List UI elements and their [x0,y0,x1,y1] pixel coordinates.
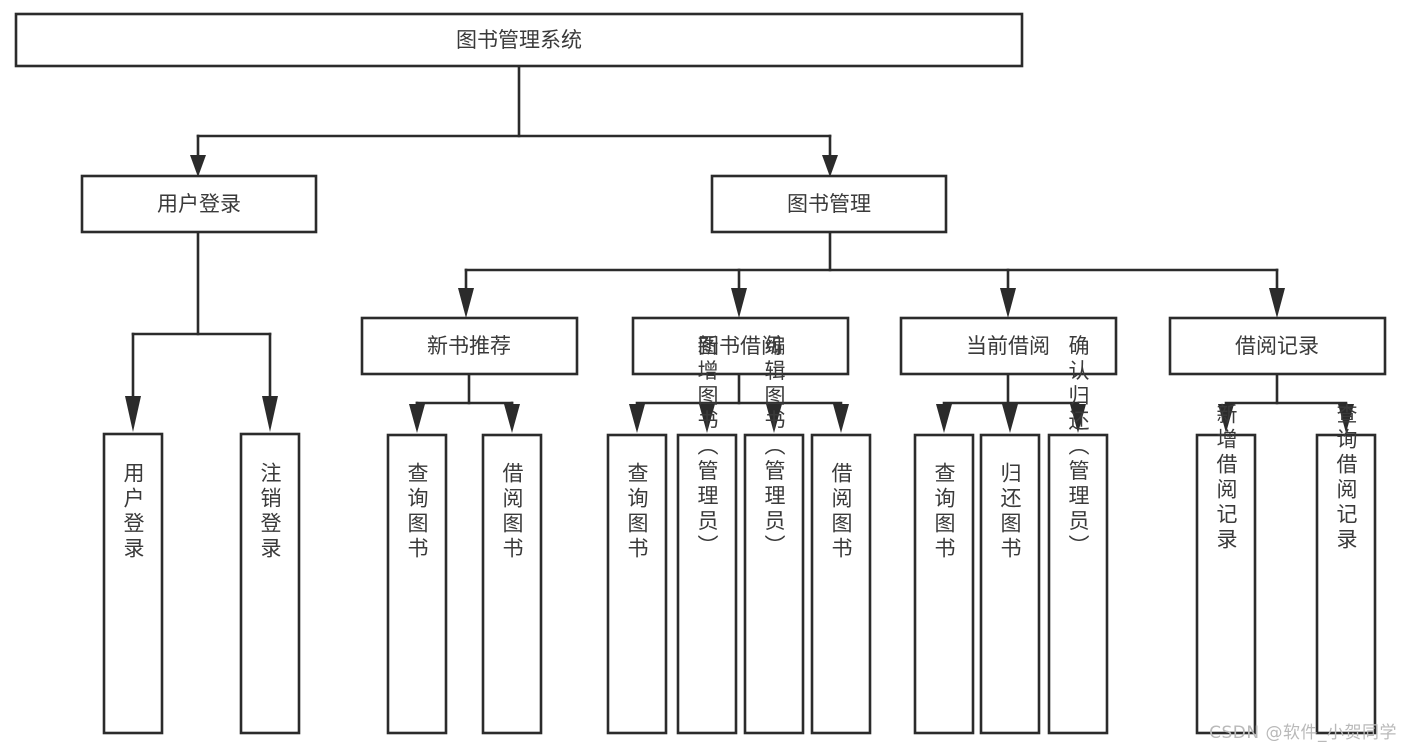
node-book-management-label: 图书管理 [787,192,871,216]
node-current-borrow[interactable]: 当前借阅 [899,316,1118,376]
arrow-to-record-leaf-1 [1218,404,1234,433]
leaf-recommend-borrow-book[interactable]: 借阅图书 [481,433,543,735]
leaf-record-query-record[interactable]: 查询借阅记录 [1315,403,1377,735]
node-book-borrow-box[interactable] [631,316,850,376]
node-book-management[interactable]: 图书管理 [710,174,948,234]
node-user-login-box[interactable] [80,174,318,234]
node-book-management-box[interactable] [710,174,948,234]
leaf-borrow-add-book[interactable]: 新增图书（管理员） [676,335,738,735]
leaf-borrow-add-book-box[interactable] [676,433,738,735]
leaf-borrow-query-book-label: 查询图书 [625,462,649,562]
leaf-record-add-record-label: 新增借阅记录 [1214,403,1238,553]
leaf-current-query-book-label: 查询图书 [932,462,956,562]
leaf-recommend-borrow-book-label: 借阅图书 [500,462,524,562]
node-new-book-recommend-box[interactable] [360,316,579,376]
leaf-borrow-add-book-label: 新增图书（管理员） [695,335,719,560]
node-borrow-record[interactable]: 借阅记录 [1168,316,1387,376]
node-book-borrow[interactable]: 图书借阅 [631,316,850,376]
node-root-label: 图书管理系统 [456,28,582,52]
leaf-borrow-edit-book-label: 编辑图书（管理员） [762,335,786,560]
leaf-recommend-query-book-label: 查询图书 [405,462,429,562]
leaf-borrow-query-book[interactable]: 查询图书 [606,433,668,735]
arrow-to-book-mgmt [822,155,838,177]
leaf-user-login-label: 用户登录 [121,462,145,562]
arrow-to-record-leaf-2 [1338,404,1354,433]
arrow-to-borrow-leaf-3 [766,404,782,433]
leaf-record-query-record-label: 查询借阅记录 [1334,403,1358,553]
leaf-current-query-book[interactable]: 查询图书 [913,433,975,735]
node-user-login[interactable]: 用户登录 [80,174,318,234]
leaf-borrow-query-book-box[interactable] [606,433,668,735]
leaf-current-confirm-return-label: 确认归还（管理员） [1066,335,1090,560]
node-root-box[interactable] [14,12,1024,68]
node-root[interactable]: 图书管理系统 [14,12,1024,68]
leaf-user-login[interactable]: 用户登录 [102,432,164,735]
leaf-borrow-borrow-book-label: 借阅图书 [829,462,853,562]
arrow-to-book-borrow [731,288,747,318]
leaf-current-confirm-return-box[interactable] [1047,433,1109,735]
leaf-current-return-book-box[interactable] [979,433,1041,735]
arrow-to-borrow-leaf-1 [629,404,645,433]
leaf-recommend-query-book[interactable]: 查询图书 [386,433,448,735]
leaf-recommend-borrow-book-box[interactable] [481,433,543,735]
arrow-to-borrow-leaf-4 [833,404,849,433]
leaf-logout[interactable]: 注销登录 [239,432,301,735]
arrow-to-current-leaf-2 [1002,404,1018,433]
arrow-to-borrow-leaf-2 [699,404,715,433]
leaf-current-return-book[interactable]: 归还图书 [979,433,1041,735]
leaf-record-query-record-box[interactable] [1315,433,1377,735]
node-new-book-recommend-label: 新书推荐 [427,334,511,358]
leaf-borrow-edit-book[interactable]: 编辑图书（管理员） [743,335,805,735]
arrow-to-recommend-leaf-1 [409,404,425,433]
node-current-borrow-box[interactable] [899,316,1118,376]
node-new-book-recommend[interactable]: 新书推荐 [360,316,579,376]
leaf-logout-label: 注销登录 [258,462,282,562]
arrow-to-user-login [190,155,206,177]
leaf-borrow-borrow-book[interactable]: 借阅图书 [810,433,872,735]
leaf-user-login-box[interactable] [102,432,164,735]
leaf-borrow-edit-book-box[interactable] [743,433,805,735]
node-book-borrow-label: 图书借阅 [698,334,782,358]
arrow-to-current-leaf-3 [1070,404,1086,433]
arrow-to-borrow-record [1269,288,1285,318]
leaf-current-return-book-label: 归还图书 [998,462,1022,562]
arrow-to-new-book-recommend [458,288,474,318]
leaf-recommend-query-book-box[interactable] [386,433,448,735]
arrow-to-current-leaf-1 [936,404,952,433]
arrow-to-recommend-leaf-2 [504,404,520,433]
leaf-logout-box[interactable] [239,432,301,735]
leaf-record-add-record-box[interactable] [1195,433,1257,735]
node-user-login-label: 用户登录 [157,192,241,216]
node-current-borrow-label: 当前借阅 [966,334,1050,358]
leaf-current-confirm-return[interactable]: 确认归还（管理员） [1047,335,1109,735]
arrow-to-leaf-logout [262,396,278,432]
connector-layer [125,64,1354,433]
leaf-current-query-book-box[interactable] [913,433,975,735]
leaf-record-add-record[interactable]: 新增借阅记录 [1195,403,1257,735]
arrow-to-current-borrow [1000,288,1016,318]
arrow-to-leaf-user-login [125,396,141,432]
node-borrow-record-box[interactable] [1168,316,1387,376]
node-borrow-record-label: 借阅记录 [1235,334,1319,358]
leaf-borrow-borrow-book-box[interactable] [810,433,872,735]
